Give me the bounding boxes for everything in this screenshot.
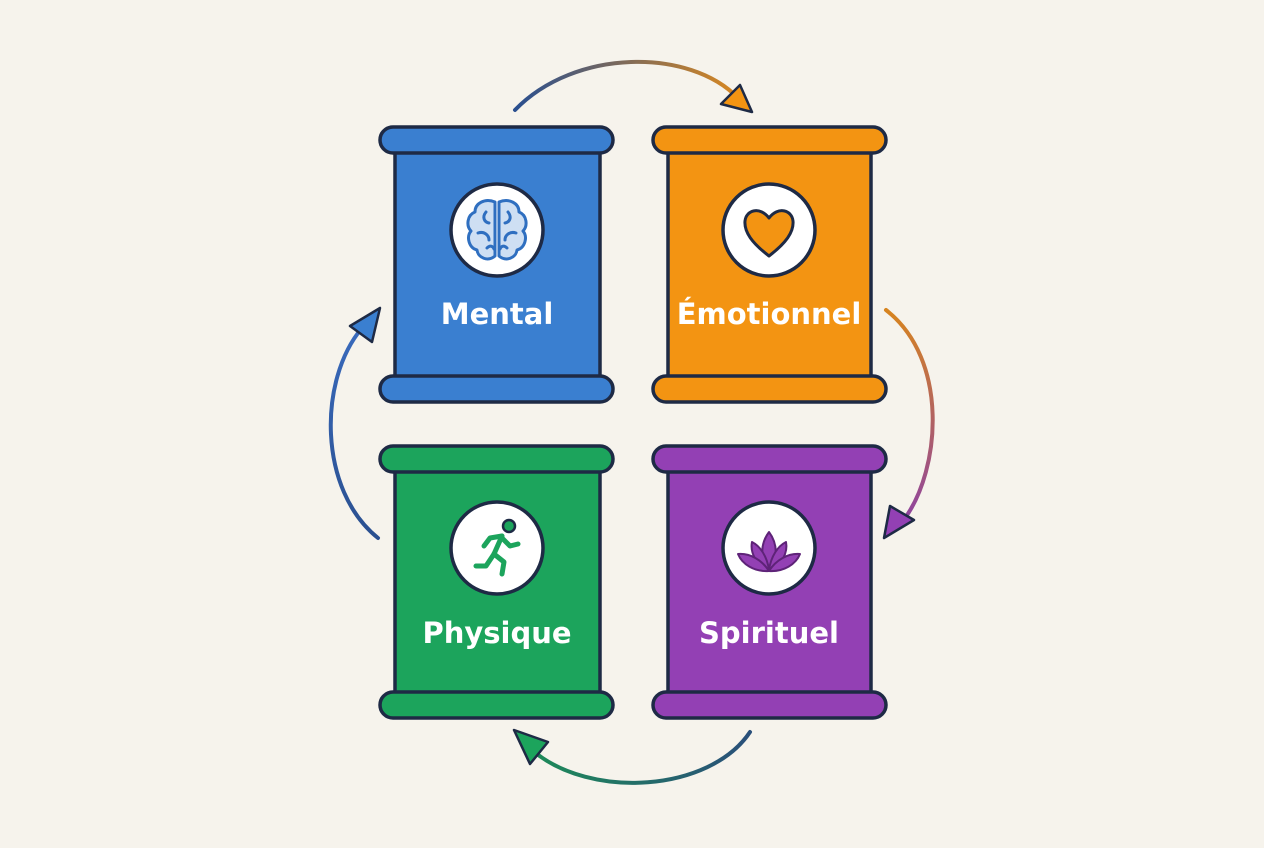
pillar-label-spiritual: Spirituel xyxy=(699,616,839,650)
pillar-label-mental: Mental xyxy=(441,297,554,331)
cycle-arrow-physical-to-mental xyxy=(328,306,382,540)
pillar-label-physical: Physique xyxy=(422,616,571,650)
pillar-mental: Mental xyxy=(378,125,615,404)
heart-icon xyxy=(743,209,795,258)
cycle-arrow-emotional-to-spiritual xyxy=(882,308,935,540)
pillar-physical: Physique xyxy=(378,444,615,720)
running-person-icon xyxy=(473,518,521,577)
brain-icon xyxy=(466,199,528,261)
pillar-label-emotional: Émotionnel xyxy=(677,297,862,331)
cycle-arrow-spiritual-to-physical xyxy=(512,728,752,785)
lotus-icon xyxy=(737,531,801,573)
pillar-emotional: Émotionnel xyxy=(651,125,888,404)
cycle-arrow-mental-to-emotional xyxy=(513,59,754,114)
pillar-spiritual: Spirituel xyxy=(651,444,888,720)
